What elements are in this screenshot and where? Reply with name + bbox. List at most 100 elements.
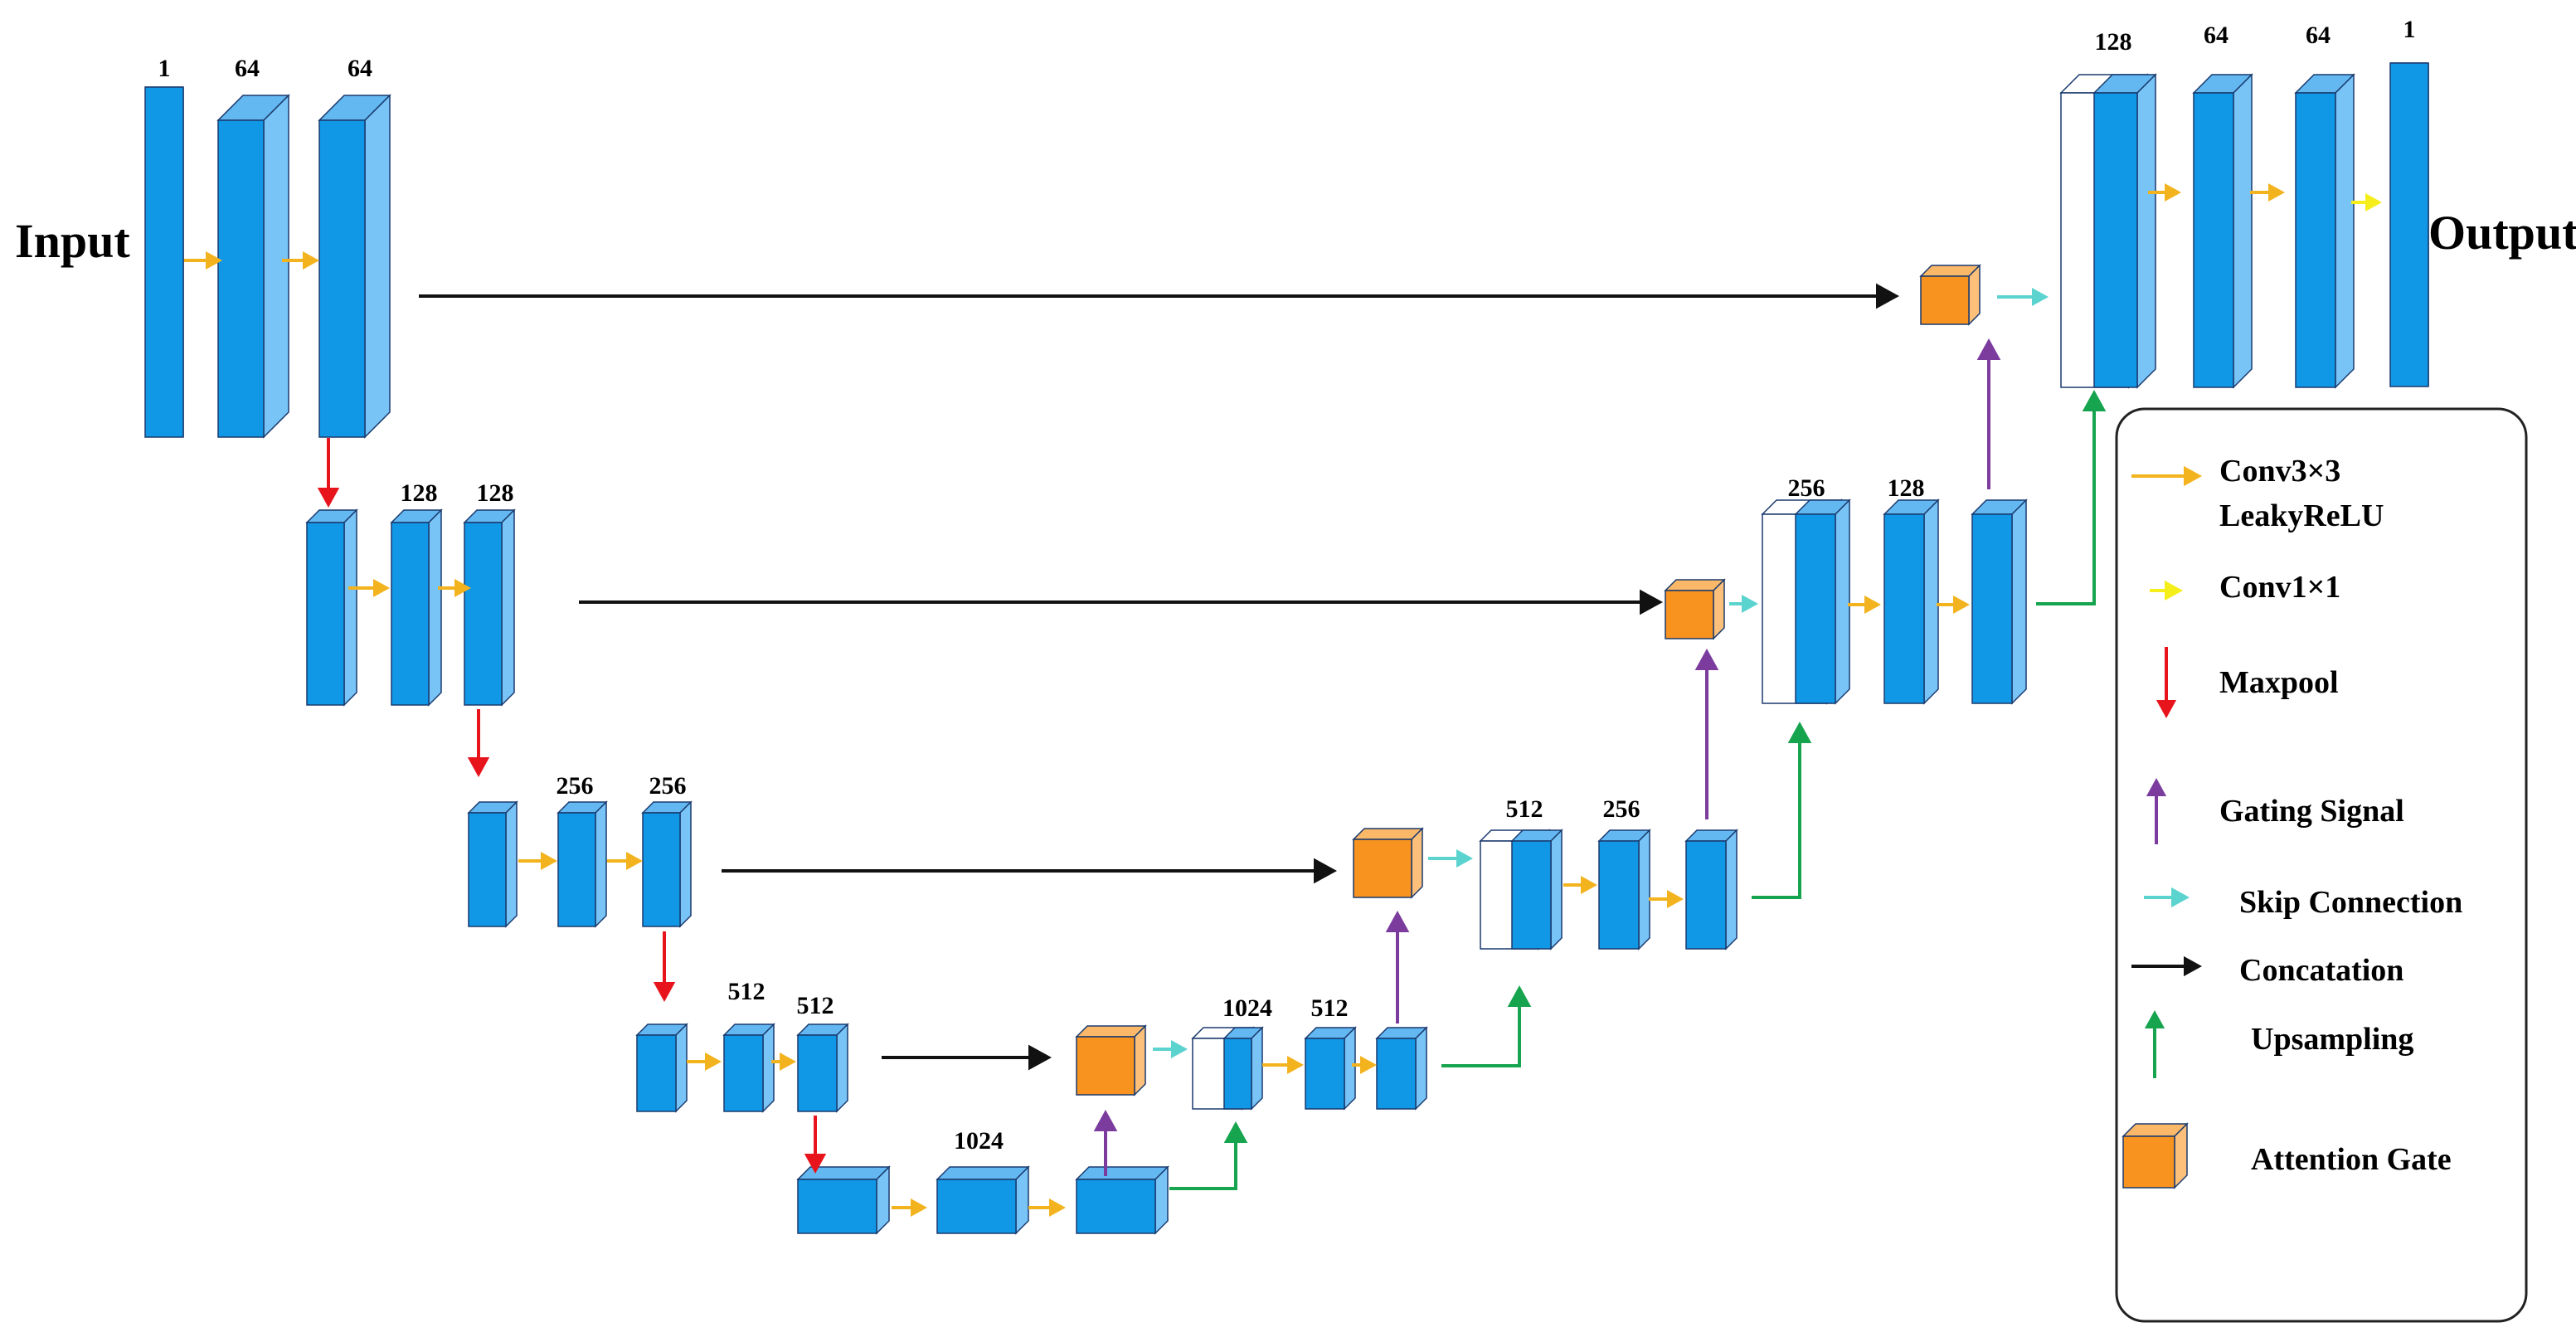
flow-arrows [184, 183, 2382, 1217]
dec1-block-1 [2092, 73, 2157, 389]
bottleneck-block-2 [936, 1165, 1030, 1235]
dec3-block-3 [1684, 829, 1738, 950]
dec4-conv3-arrow-1 [1262, 1056, 1304, 1074]
enc2-conv3-arrow-1 [348, 579, 390, 597]
enc3-channel-label-2: 256 [649, 772, 687, 800]
dec4-channel-label-1: 1024 [1222, 994, 1272, 1022]
skip-arrow-3 [1729, 595, 1758, 613]
dec3-conv3-arrow-2 [1649, 890, 1684, 908]
legend-concat-label: Concatation [2239, 953, 2403, 988]
dec2-block-3 [1971, 498, 2028, 705]
enc2-block-1 [305, 508, 358, 707]
legend-box [2115, 407, 2528, 1323]
enc4-conv3-arrow-2 [771, 1053, 796, 1071]
legend-upsampling-icon [2144, 1010, 2165, 1078]
dec2-conv3-arrow-2 [1937, 596, 1970, 614]
upsampling-arrow-2 [1441, 985, 1532, 1067]
enc3-conv3-arrow-1 [518, 852, 557, 870]
dec3-channel-label-2: 256 [1603, 795, 1640, 823]
dec1-channel-label-4: 1 [2403, 16, 2416, 43]
dec2-channel-label-2: 128 [1888, 474, 1925, 502]
dec2-conv3-arrow-1 [1848, 596, 1881, 614]
legend-conv3-icon [2131, 465, 2202, 487]
enc3-block-3 [641, 800, 693, 928]
skip-arrow-4 [1997, 288, 2049, 306]
legend-gating-icon [2146, 778, 2167, 844]
enc1-channel-label-1: 1 [158, 55, 171, 82]
enc4-block-2 [722, 1023, 775, 1113]
upsampling-arrow-4 [2036, 390, 2107, 605]
enc4-channel-label-1: 512 [728, 978, 766, 1005]
enc1-block-1 [144, 86, 184, 438]
dec3-block-1 [1510, 829, 1563, 950]
enc2-channel-label-2: 128 [477, 479, 514, 507]
enc4-block-3 [796, 1023, 849, 1113]
enc3-channel-label-1: 256 [557, 772, 594, 800]
input-label: Input [15, 214, 130, 268]
feature-map-blocks [144, 62, 2429, 1235]
upsampling-arrow-3 [1752, 722, 1812, 899]
legend-conv1-icon [2150, 580, 2183, 601]
concat-arrow-level-1 [419, 283, 1899, 309]
dec3-conv3-arrow-1 [1563, 876, 1597, 894]
enc3-block-1 [467, 800, 518, 928]
dec2-channel-label-1: 256 [1788, 474, 1825, 502]
legend-attention-label: Attention Gate [2251, 1142, 2452, 1177]
legend-gating-label: Gating Signal [2219, 794, 2404, 829]
legend-maxpool-icon [2156, 647, 2177, 718]
dec1-block-3 [2294, 73, 2355, 389]
legend-upsampling-label: Upsampling [2251, 1022, 2413, 1057]
dec1-channel-label-2: 64 [2204, 22, 2228, 49]
dec1-channel-label-1: 128 [2095, 28, 2132, 56]
bottleneck-channel-label: 1024 [954, 1127, 1004, 1155]
enc2-channel-label-1: 128 [401, 479, 438, 507]
gating-arrow-1 [1093, 1110, 1118, 1176]
enc3-conv3-arrow-2 [607, 852, 643, 870]
legend-maxpool-label: Maxpool [2219, 665, 2339, 700]
enc4-block-1 [635, 1023, 688, 1113]
maxpool-arrow-4 [804, 1116, 827, 1174]
legend-icons [2122, 465, 2202, 1189]
enc1-conv3-arrow-1 [184, 251, 222, 270]
legend-conv1-label: Conv1×1 [2219, 570, 2340, 605]
concat-arrow-level-4 [882, 1044, 1052, 1071]
dec3-block-2 [1597, 829, 1651, 950]
enc1-conv3-arrow-2 [282, 251, 319, 270]
concat-arrow-level-3 [722, 858, 1337, 884]
skip-arrow-2 [1428, 849, 1473, 868]
dec1-conv3-arrow-1 [2148, 183, 2181, 202]
gating-arrow-4 [1976, 338, 2001, 489]
enc3-block-2 [557, 800, 608, 928]
bottleneck-block-3 [1075, 1165, 1169, 1235]
dec4-conv3-arrow-2 [1352, 1056, 1377, 1074]
dec1-conv1-arrow [2351, 193, 2382, 211]
bottleneck-conv3-arrow-2 [1028, 1198, 1066, 1217]
attention-gate-1 [1919, 264, 1981, 326]
bottleneck-conv3-arrow-1 [892, 1198, 927, 1217]
gating-arrow-3 [1694, 649, 1719, 819]
dec3-channel-label-1: 512 [1506, 795, 1543, 823]
dec2-block-1 [1794, 498, 1851, 705]
enc1-block-3 [318, 94, 391, 439]
legend-leakyrelu-label: LeakyReLU [2219, 498, 2384, 533]
enc1-channel-label-2: 64 [235, 55, 260, 82]
maxpool-arrow-3 [653, 931, 676, 1002]
maxpool-arrow-1 [317, 438, 340, 508]
upsampling-arrow-1 [1169, 1121, 1248, 1190]
legend-conv3-label: Conv3×3 [2219, 454, 2340, 489]
dec4-block-3 [1375, 1026, 1428, 1111]
dec1-channel-label-3: 64 [2306, 22, 2331, 49]
attention-gate-4 [1075, 1024, 1147, 1096]
enc1-block-2 [216, 94, 290, 439]
dec1-conv3-arrow-2 [2250, 183, 2285, 202]
legend-attention-icon [2122, 1122, 2189, 1189]
bottleneck-block-1 [796, 1165, 891, 1235]
attention-gate-2 [1664, 578, 1726, 640]
legend-skip-icon [2144, 887, 2190, 908]
maxpool-arrow-2 [467, 709, 490, 777]
dec2-block-2 [1883, 498, 1940, 705]
legend: Conv3×3 LeakyReLU Conv1×1 Maxpool Gating… [2115, 407, 2528, 1323]
dec1-block-2 [2192, 73, 2253, 389]
